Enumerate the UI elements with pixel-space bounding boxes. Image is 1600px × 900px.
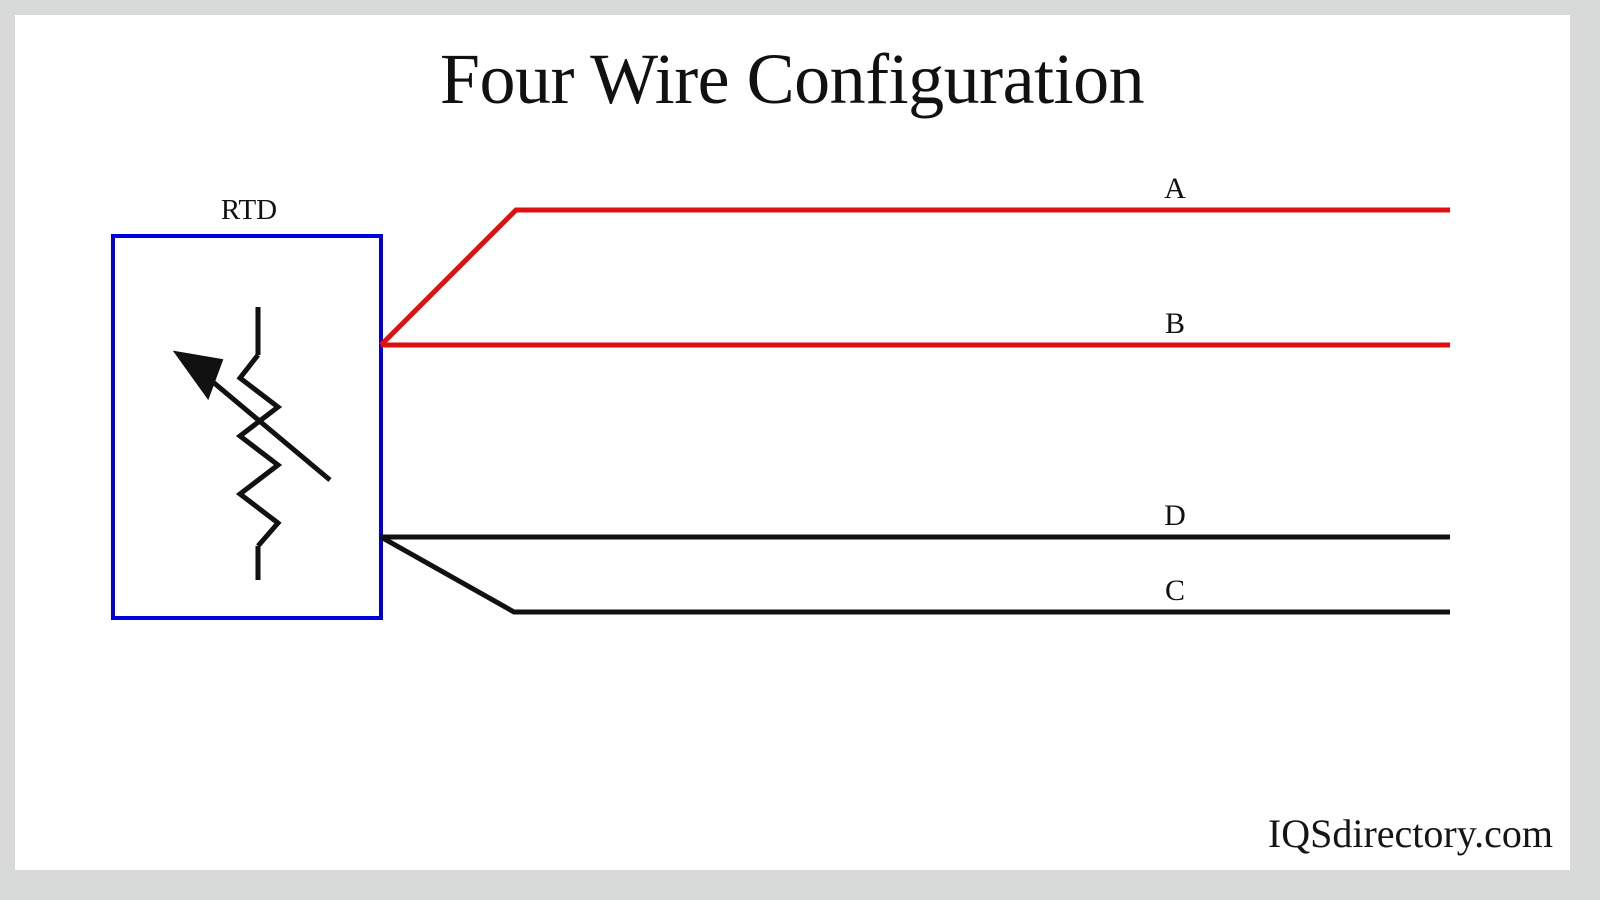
wire-c-path xyxy=(379,534,1450,615)
four-wire-rtd-diagram: Four Wire Configuration RTD xyxy=(111,39,1553,856)
resistor-zigzag xyxy=(235,353,283,548)
wire-label-b: B xyxy=(1165,307,1185,340)
variable-arrow-shaft xyxy=(199,370,332,482)
wire-label-c: C xyxy=(1165,574,1185,607)
rtd-label: RTD xyxy=(221,194,277,226)
variable-arrow-icon xyxy=(172,350,332,482)
watermark: IQSdirectory.com xyxy=(1268,811,1553,856)
rtd-sensor-box xyxy=(111,234,383,620)
diagram-canvas: Four Wire Configuration RTD xyxy=(15,15,1570,870)
wire-label-a: A xyxy=(1164,172,1186,205)
wire-label-d: D xyxy=(1164,499,1186,532)
variable-resistor-icon xyxy=(235,307,283,580)
variable-arrow-head xyxy=(172,350,224,401)
wire-a-path xyxy=(379,207,1450,347)
page-title: Four Wire Configuration xyxy=(440,39,1144,119)
